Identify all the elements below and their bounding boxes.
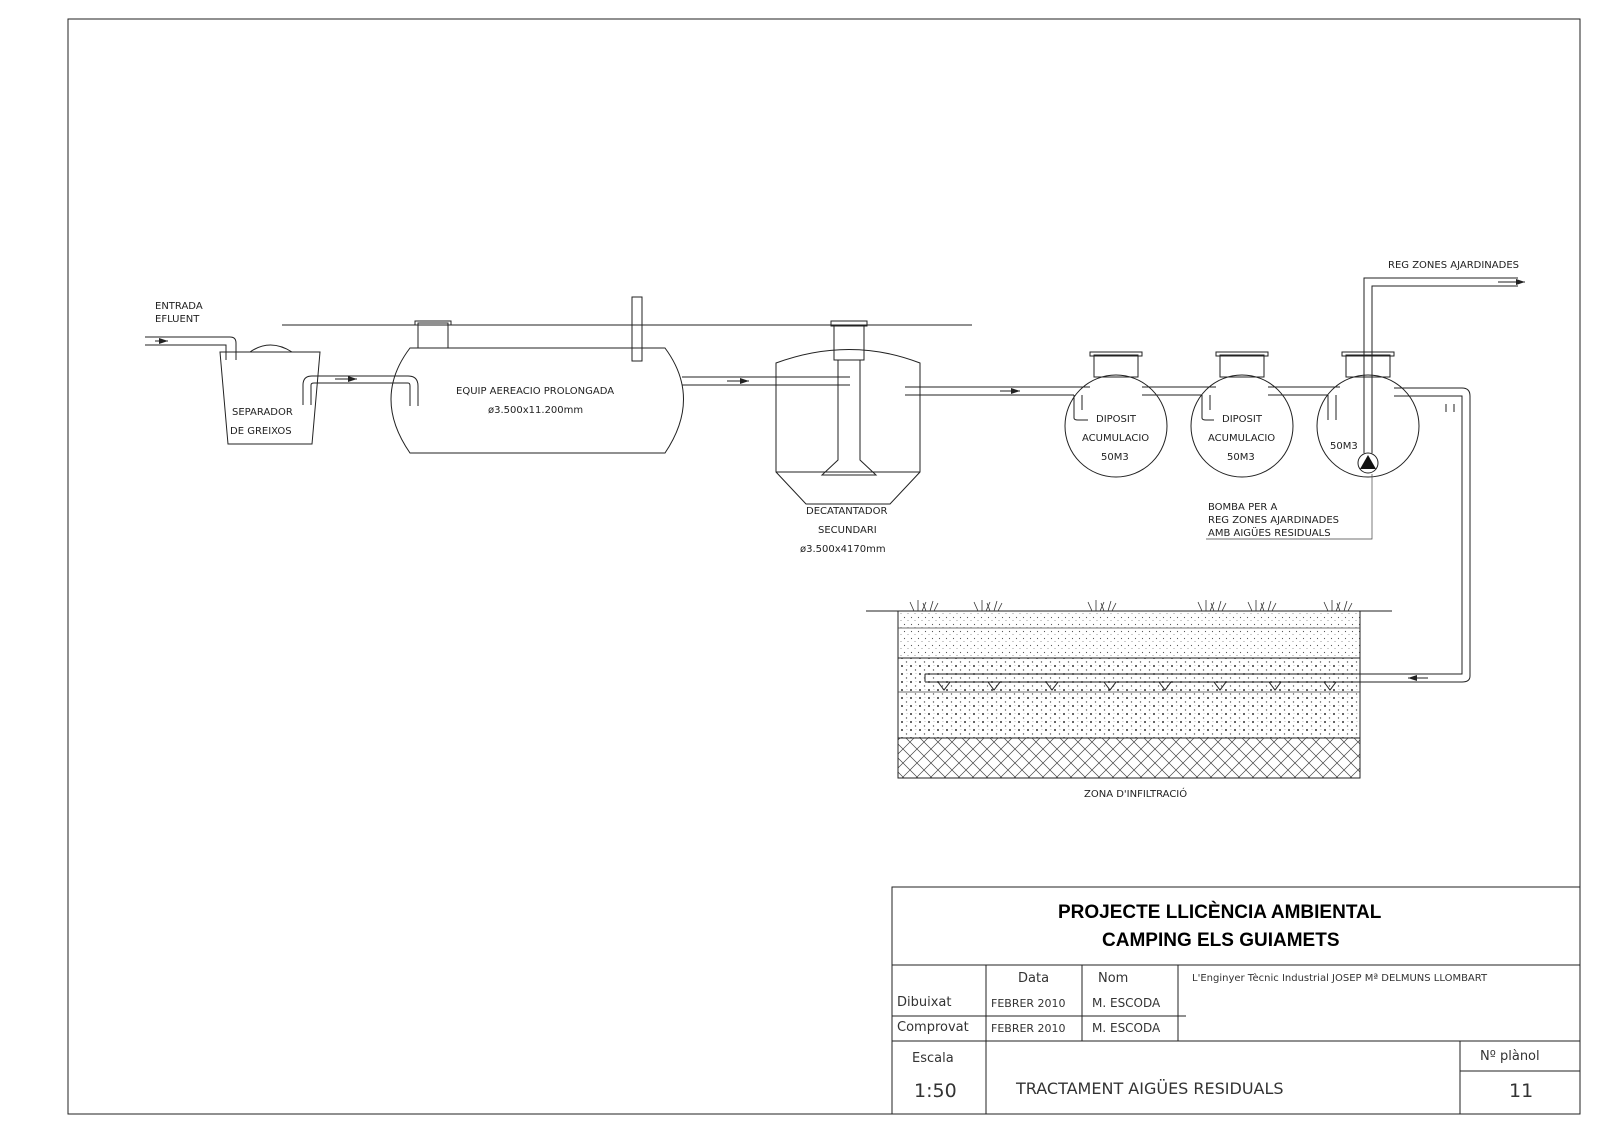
drawn-by-label: Dibuixat (897, 995, 951, 1010)
pipe-separator-aeration (302, 375, 419, 406)
irrigation-riser (1363, 277, 1525, 453)
grease-separator (219, 344, 321, 445)
storage-tank-2 (1190, 351, 1294, 478)
plan-number: 11 (1509, 1080, 1533, 1102)
pipe-aeration-decanter (682, 376, 850, 386)
tank2-label-3: 50M3 (1227, 452, 1255, 463)
project-title-1: PROJECTE LLICÈNCIA AMBIENTAL (1058, 901, 1382, 923)
distribution-nozzles (937, 681, 1337, 691)
separator-label-1: SEPARADOR (232, 407, 293, 418)
separator-label-2: DE GREIXOS (230, 426, 292, 437)
inlet-pipe (145, 336, 237, 360)
storage-tank-1 (1064, 351, 1168, 478)
col-header-date: Data (1018, 971, 1049, 986)
aeration-tank (390, 296, 684, 454)
pipe-decanter-tank1 (905, 386, 1090, 396)
decanter-label-2: SECUNDARI (818, 525, 877, 536)
secondary-decanter (775, 320, 921, 505)
decanter-label-1: DECATANTADOR (806, 506, 887, 517)
engineer-signature: L'Enginyer Tècnic Industrial JOSEP Mª DE… (1192, 972, 1488, 984)
scale-label: Escala (912, 1051, 954, 1066)
aeration-label-2: ø3.500x11.200mm (488, 405, 583, 416)
sheet-border (67, 18, 1581, 1115)
pump-leader (1206, 474, 1373, 540)
tank1-label-1: DIPOSIT (1096, 414, 1137, 425)
irrigation-label: REG ZONES AJARDINADES (1388, 260, 1519, 271)
pump-label-1: BOMBA PER A (1208, 502, 1278, 513)
drawing-title: TRACTAMENT AIGÜES RESIDUALS (1015, 1079, 1284, 1098)
grass-tufts (909, 600, 1353, 612)
infiltration-label: ZONA D'INFILTRACIÓ (1084, 787, 1187, 800)
inlet-label-2: EFLUENT (155, 314, 200, 325)
project-title-2: CAMPING ELS GUIAMETS (1102, 930, 1340, 951)
drawn-by-date: FEBRER 2010 (991, 997, 1066, 1010)
drawn-by-name: M. ESCODA (1092, 996, 1161, 1010)
tank3-label-1: 50M3 (1330, 441, 1358, 452)
inlet-label-1: ENTRADA (155, 301, 203, 312)
title-block (891, 886, 1581, 1115)
checked-by-name: M. ESCODA (1092, 1021, 1161, 1035)
tank1-label-2: ACUMULACIO (1082, 433, 1149, 444)
pump-label-3: AMB AIGÜES RESIDUALS (1208, 526, 1331, 539)
checked-by-label: Comprovat (897, 1020, 969, 1035)
tank2-label-2: ACUMULACIO (1208, 433, 1275, 444)
pipe-tank1-tank2 (1142, 386, 1216, 396)
tank1-label-3: 50M3 (1101, 452, 1129, 463)
pipe-tank2-tank3 (1268, 386, 1340, 396)
pump-icon (1357, 452, 1379, 474)
decanter-label-3: ø3.500x4170mm (800, 544, 886, 555)
storage-tank-3 (1316, 351, 1420, 478)
checked-by-date: FEBRER 2010 (991, 1022, 1066, 1035)
plan-number-label: Nº plànol (1480, 1049, 1540, 1064)
aeration-label-1: EQUIP AEREACIO PROLONGADA (456, 386, 614, 397)
scale-value: 1:50 (914, 1080, 957, 1102)
tank2-label-1: DIPOSIT (1222, 414, 1263, 425)
infiltration-zone (866, 610, 1392, 779)
pump-label-2: REG ZONES AJARDINADES (1208, 515, 1339, 526)
col-header-name: Nom (1098, 971, 1128, 986)
